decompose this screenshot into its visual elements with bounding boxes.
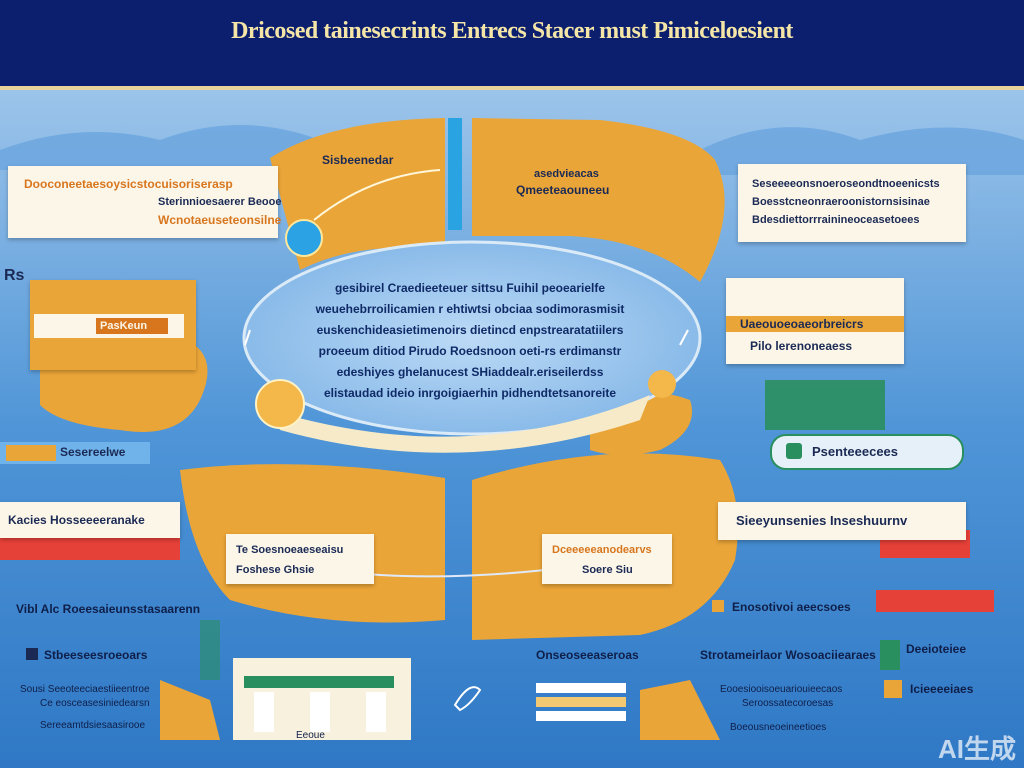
vertical-divider [448, 118, 462, 230]
bottom-left-header: Vibl Alc Roeesaieunsstasaarenn [16, 602, 201, 616]
right-low-card: Sieeyunsenies Inseshuurnv [718, 502, 966, 540]
left-edge-label: Rs [4, 267, 25, 284]
mid-small-left-line2: Foshese Ghsie [236, 564, 315, 576]
left-mid-card-label: PasKeun [100, 320, 148, 332]
doc-icon [26, 648, 38, 660]
center-line-3: euskenchideasietimenoirs dietincd enpstr… [316, 323, 624, 337]
left-low-card: Kacies Hosseeeeranake [0, 502, 180, 538]
bottom-mid-right-sub3: Boeousneoeineetioes [730, 722, 827, 733]
right-mid-card: Uaeouoeoaeorbreicrs Pilo lerenoneaess [726, 278, 904, 364]
bottom-left-sub2: Ce eosceasesiniedearsn [40, 698, 150, 709]
bottom-right-item2: Icieeeeiaes [910, 682, 974, 696]
top-right-card-line3: Bdesdiettorrrainineoceasetoees [752, 214, 920, 226]
right-low-card-label: Sieeyunsenies Inseshuurnv [736, 513, 908, 528]
mid-small-left-card: Te Soesnoeaeseaisu Foshese Ghsie [226, 534, 374, 584]
top-left-card: Dooconeetaesoysicstocuisoriserasp Sterin… [8, 166, 282, 238]
top-left-card-line3: Wcnotaeuseteonsilne [158, 213, 282, 227]
chart-icon [712, 600, 724, 612]
right-badge-label: Psenteeecees [812, 444, 899, 459]
watermark: AI生成 [937, 734, 1016, 764]
center-line-4: proeeum ditiod Pirudo Roedsnoon oeti-rs … [318, 344, 622, 358]
orange-shape-top-right [472, 118, 725, 282]
center-ellipse [242, 240, 702, 436]
mid-small-right-card: Dceeeeeanodearvs Soere Siu [542, 534, 672, 584]
mid-small-right-line1: Dceeeeeanodearvs [552, 544, 652, 556]
center-line-5: edeshiyes ghelanucest SHiaddealr.eriseil… [336, 365, 604, 379]
right-mid-card-line1: Uaeouoeoaeorbreicrs [740, 317, 864, 331]
node-circle-top [285, 219, 323, 257]
top-mid-label: Sisbeenedar [322, 153, 394, 167]
bottom-mid-label: Onseoseeaseroas [536, 648, 639, 662]
center-line-6: elistaudad ideio inrgoigiaerhin pidhendt… [323, 386, 617, 400]
red-band-right [876, 590, 994, 612]
building-caption: Eeoue [296, 730, 325, 741]
bottom-left-sub3: Sereeamtdsiesaasirooe [40, 720, 146, 731]
bottom-mid-right-label: Strotameirlaor Wosoaciiearaes [700, 648, 876, 662]
top-left-card-line1: Dooconeetaesoysicstocuisoriserasp [24, 177, 233, 191]
center-text-block: gesibirel Craedieeteuer sittsu Fuihil pe… [280, 278, 660, 404]
badge-check-icon [786, 443, 802, 459]
top-mid-right-line1: asedvieacas [534, 168, 599, 180]
mid-small-left-line1: Te Soesnoeaeseaisu [236, 544, 344, 556]
top-right-card-line1: Seseeeeonsnoeroseondtnoeenicsts [752, 178, 940, 190]
bottom-left-item: Stbeeseesroeoars [44, 648, 148, 662]
left-bar-label: Sesereelwe [60, 445, 126, 459]
node-circle-bottom [255, 379, 305, 429]
right-mid-card-line2: Pilo lerenoneaess [750, 339, 853, 353]
header-bar [0, 0, 1024, 90]
bottom-right-top: Enosotivoi aeecsoes [732, 600, 851, 614]
bottom-mid-right-sub2: Seroossatecoroesas [742, 698, 834, 709]
top-left-card-line2: Sterinnioesaerer Beooe [158, 196, 282, 208]
top-right-card-line2: Boesstcneonraeroonistornsisinae [752, 196, 930, 208]
bottom-mid-right-sub1: Eooesiooisoeuariouieecaos [720, 684, 843, 695]
page-title: Dricosed tainesecrints Entrecs Stacer mu… [231, 18, 793, 44]
left-low-card-label: Kacies Hosseeeeranake [8, 513, 145, 527]
top-right-card: Seseeeeonsnoeroseondtnoeenicsts Boesstcn… [738, 164, 966, 242]
top-mid-right-line2: Qmeeteaouneeu [516, 183, 610, 197]
mid-small-right-line2: Soere Siu [582, 564, 633, 576]
bottom-right-item1: Deeioteiee [906, 642, 967, 656]
leaf-icon [884, 680, 902, 698]
green-block-right [765, 380, 885, 430]
bottom-left-sub1: Sousi Seeoteeciaestiieentroe [20, 684, 150, 695]
center-line-2: weuehebrroilicamien r ehtiwtsi obciaa so… [315, 302, 625, 316]
left-mid-card: PasKeun [30, 280, 196, 370]
right-badge: Psenteeecees [770, 434, 964, 470]
center-line-1: gesibirel Craedieeteuer sittsu Fuihil pe… [334, 281, 606, 295]
